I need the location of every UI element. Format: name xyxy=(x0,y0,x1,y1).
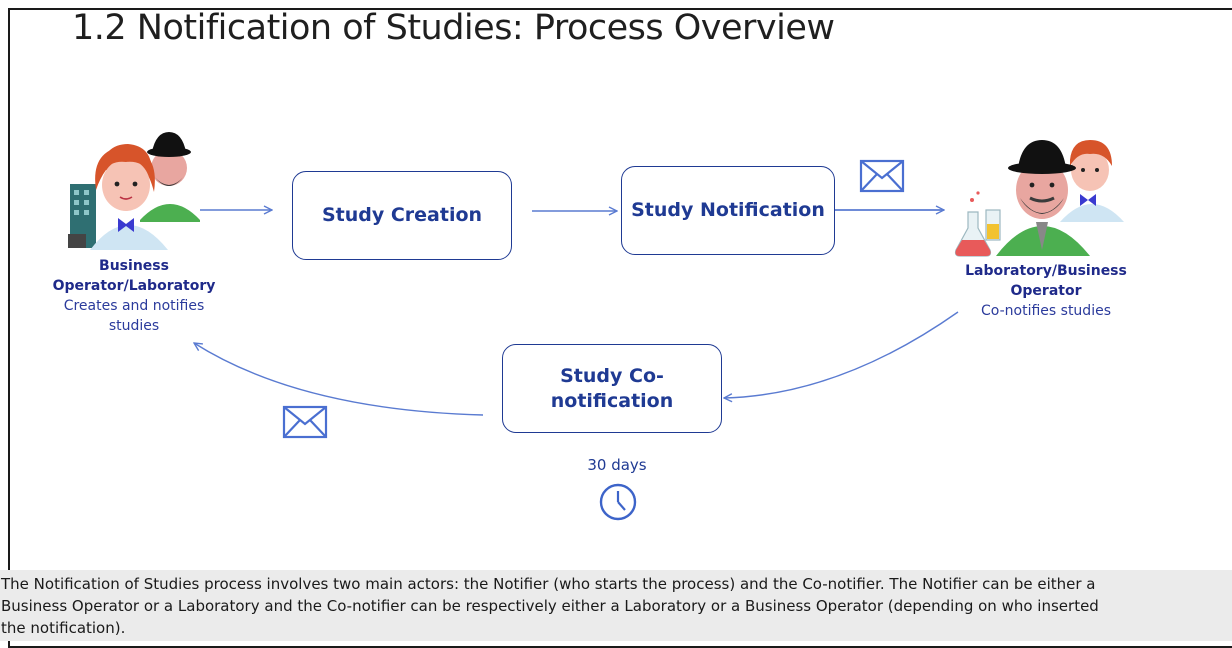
page-title: 1.2 Notification of Studies: Process Ove… xyxy=(72,8,835,48)
study-notification-label: Study Notification xyxy=(631,199,825,222)
notifier-role: Business Operator/Laboratory xyxy=(52,258,216,294)
laboratory-people-icon xyxy=(954,140,1124,257)
footer-line-1: The Notification of Studies process invo… xyxy=(1,575,1096,593)
description-footer: The Notification of Studies process invo… xyxy=(0,570,1232,641)
co-notifier-role: Laboratory/Business Operator xyxy=(965,263,1127,299)
notifier-actor-label: Business Operator/Laboratory Creates and… xyxy=(48,256,220,336)
co-notifier-actor-label: Laboratory/Business Operator Co-notifies… xyxy=(962,261,1130,321)
notifier-description: Creates and notifies studies xyxy=(63,298,205,334)
study-notification-box[interactable]: Study Notification xyxy=(621,166,835,255)
building-icon xyxy=(68,184,96,248)
study-creation-label: Study Creation xyxy=(321,204,483,227)
flask-icon xyxy=(954,191,1001,257)
envelope-icon xyxy=(282,405,328,439)
timer-label: 30 days xyxy=(587,456,647,474)
clock-icon xyxy=(599,483,637,521)
study-creation-box[interactable]: Study Creation xyxy=(292,171,512,260)
study-co-notification-box[interactable]: Study Co-notification xyxy=(502,344,722,433)
footer-line-2: Business Operator or a Laboratory and th… xyxy=(1,597,1099,615)
study-co-notification-label: Study Co-notification xyxy=(550,364,674,412)
business-people-icon xyxy=(68,132,200,250)
footer-line-3: the notification). xyxy=(1,619,126,637)
arrow-coactor-to-conotification xyxy=(724,311,959,398)
co-notifier-description: Co-notifies studies xyxy=(981,303,1111,319)
arrow-conotification-to-actor xyxy=(194,343,484,416)
envelope-icon xyxy=(859,159,905,193)
